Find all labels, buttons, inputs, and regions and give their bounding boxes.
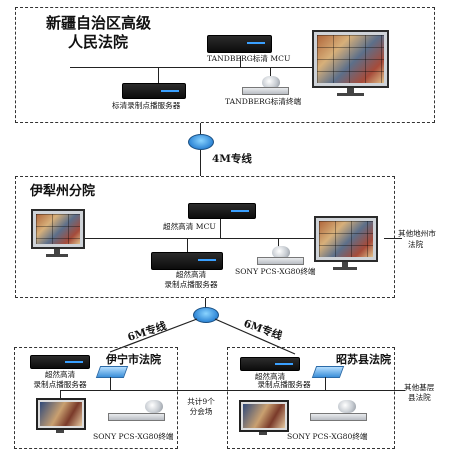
yining-recorder-label-1: 超然高清 [44,370,76,379]
court-box-yili [15,176,395,298]
mid-bus-line [83,238,315,239]
link-6m-left: 6M专线 [126,320,168,344]
top-bus-line [70,67,315,68]
mcu-server-icon [188,203,256,219]
other-county-label-2: 县法院 [408,393,431,402]
monitor-icon [314,216,378,262]
recorder-server-icon [30,355,90,369]
monitor-icon [36,398,86,430]
other-prefecture-label-1: 其他地州市 [398,229,436,238]
link-6m-right: 6M专线 [241,317,284,343]
zhaosu-terminal-label: SONY PCS-XG80终端 [287,432,368,441]
router-icon [188,134,214,150]
switch-icon [95,366,129,378]
yili-title: 伊犁州分院 [30,184,96,199]
camera-icon [262,76,280,89]
recorder-server-icon [122,83,186,99]
top-recorder-label: 标清录制点播服务器 [112,101,181,110]
monitor-icon [239,400,289,432]
top-terminal-label: TANDBERG标清终端 [225,97,302,106]
mid-recorder-label-1: 超然高清 [175,270,207,279]
codec-icon [242,87,289,95]
mid-terminal-label: SONY PCS-XG80终端 [235,267,316,276]
zhaosu-recorder-label-2: 录制点播服务器 [257,380,311,389]
link-4m: 4M专线 [212,153,252,165]
yining-title: 伊宁市法院 [106,353,161,366]
zhaosu-recorder-label-1: 超然高清 [254,372,286,381]
switch-icon [311,366,345,378]
other-prefecture-label-2: 法院 [408,240,424,249]
camera-icon [145,400,163,413]
court-box-high [15,7,435,123]
recorder-server-icon [240,357,300,371]
codec-icon [108,413,165,421]
recorder-server-icon [151,252,223,270]
high-court-title-1: 新疆自治区高级 [46,14,152,32]
subvenue-count-1: 共计9个 [187,397,215,406]
yining-recorder-label-2: 录制点播服务器 [33,380,87,389]
router-icon [193,307,219,323]
court-box-zhaosu [227,347,395,449]
subvenue-count-2: 分会场 [189,407,213,416]
court-box-yining [14,347,178,449]
codec-icon [310,413,367,421]
camera-icon [338,400,356,413]
top-mcu-label: TANDBERG标清 MCU [207,54,291,63]
camera-icon [272,246,290,259]
yining-terminal-label: SONY PCS-XG80终端 [93,432,174,441]
mcu-server-icon [207,35,272,53]
mid-mcu-label: 超然高清 MCU [163,222,216,231]
monitor-icon [31,209,85,249]
monitor-icon [312,30,389,88]
other-county-label-1: 其他基层 [404,383,435,392]
codec-icon [257,257,304,265]
high-court-title-2: 人民法院 [68,33,129,51]
mid-recorder-label-2: 录制点播服务器 [164,280,218,289]
zhaosu-title: 昭苏县法院 [336,353,391,366]
